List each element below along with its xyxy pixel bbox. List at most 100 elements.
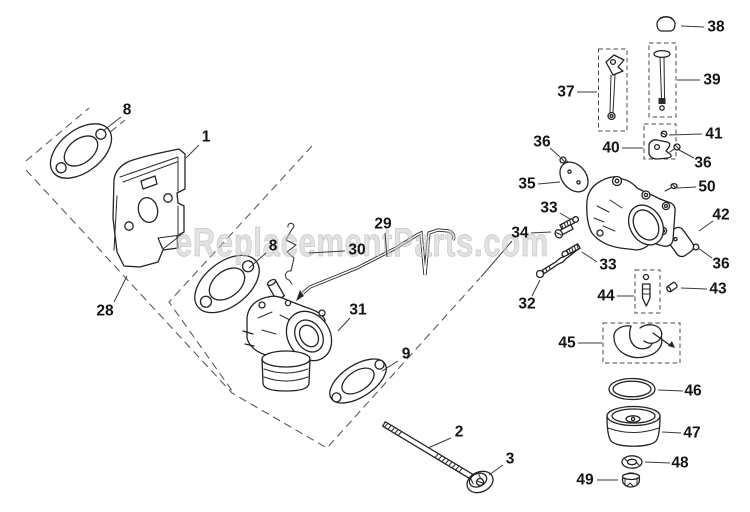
callout-28-label: 28 — [96, 303, 114, 320]
callout-42-label: 42 — [712, 207, 729, 224]
callout-48-label: 48 — [671, 455, 689, 472]
callout-2-label: 2 — [455, 424, 464, 441]
group-outline-edge — [25, 169, 481, 449]
callout-50-leader — [676, 186, 697, 189]
callout-33-leader — [581, 251, 598, 263]
choke-shaft-37 — [598, 48, 628, 132]
group-outline-edge — [25, 107, 90, 162]
bowl-gasket-46 — [608, 377, 656, 401]
callout-35-label: 35 — [518, 176, 536, 193]
callout-29-leader — [384, 232, 388, 258]
callout-9-leader — [381, 360, 399, 372]
callout-34-leader — [530, 231, 552, 234]
bracket-slot — [140, 175, 158, 190]
callout-34-label: 34 — [511, 225, 529, 242]
gasket-8-lower — [194, 254, 260, 314]
callout-1-label: 1 — [202, 129, 211, 146]
callout-32-label: 32 — [518, 296, 535, 313]
jet-34 — [554, 223, 574, 239]
callout-33-label: 33 — [540, 200, 558, 217]
washer-48 — [621, 455, 643, 469]
callout-8-label: 8 — [123, 102, 132, 119]
stud — [244, 343, 255, 347]
group-outline-edge — [168, 145, 313, 393]
bracket-fold-line — [119, 156, 179, 178]
callout-32-leader — [531, 279, 541, 297]
callout-3-label: 3 — [506, 451, 515, 468]
bracket-tab — [157, 237, 163, 249]
callout-49-label: 49 — [576, 472, 594, 489]
bracket-fold-line — [122, 161, 178, 183]
callout-9-label: 9 — [402, 346, 411, 363]
callout-47-leader — [661, 431, 682, 434]
bracket-hole-large — [137, 197, 159, 223]
callout-38-leader — [680, 25, 705, 28]
callout-36-leader — [697, 247, 713, 259]
nut-49 — [621, 472, 641, 488]
gasket-9 — [329, 358, 387, 404]
float-needle-44 — [634, 269, 661, 314]
flange-ear-hole — [318, 309, 326, 317]
flange-nut-3 — [466, 470, 494, 494]
choke-plate-35 — [559, 161, 589, 193]
jet-33-lower — [561, 243, 581, 258]
float-45 — [602, 322, 681, 364]
callout-36-label: 36 — [694, 155, 712, 172]
callout-35-leader — [537, 181, 561, 185]
callout-31-leader — [337, 317, 351, 332]
needle-32 — [535, 248, 579, 279]
assembly-leader — [480, 240, 513, 278]
callout-50-label: 50 — [698, 179, 715, 196]
callout-8-label: 8 — [269, 238, 278, 255]
bracket-hole-small — [124, 221, 134, 231]
callout-46-leader — [657, 389, 684, 392]
callout-47-label: 47 — [683, 425, 700, 442]
callout-1-leader — [185, 144, 200, 159]
bracket-hole-small — [163, 193, 173, 203]
callout-29-label: 29 — [374, 216, 392, 233]
callout-41-leader — [668, 133, 703, 136]
screw-50 — [664, 182, 678, 192]
stud — [242, 330, 254, 335]
callout-8-leader — [102, 116, 122, 132]
boss — [284, 299, 292, 307]
callout-40-label: 40 — [602, 140, 619, 157]
callout-36-leader — [549, 147, 561, 158]
bracket-fold-line — [113, 195, 118, 251]
callout-38-label: 38 — [707, 19, 725, 36]
callout-30-label: 30 — [348, 242, 365, 259]
assembly-group-outline — [25, 107, 513, 449]
callout-36-label: 36 — [712, 256, 730, 273]
thread-hatching — [383, 422, 463, 473]
callout-36-leader — [678, 149, 695, 159]
callout-39-label: 39 — [703, 72, 721, 89]
float-bowl-attached — [261, 350, 311, 392]
callout-2-leader — [427, 437, 452, 449]
line-end-arrow — [296, 290, 304, 301]
callout-45-label: 45 — [558, 335, 576, 352]
bracket-1 — [112, 148, 186, 268]
fuel-bowl-47 — [606, 405, 661, 447]
fuel-line-29 — [296, 228, 456, 301]
bore-opening-inner — [298, 324, 320, 348]
carburetor-body-upper — [586, 175, 676, 251]
screw-36-b — [669, 143, 681, 153]
callout-46-label: 46 — [684, 383, 702, 400]
callout-36-label: 36 — [533, 134, 551, 151]
callout-44-label: 44 — [597, 288, 615, 305]
callout-30-leader — [308, 250, 346, 254]
bore-opening-inner — [632, 209, 660, 241]
callout-43-label: 43 — [709, 281, 727, 298]
callout-8-leader — [248, 252, 267, 269]
callout-28-leader — [113, 275, 128, 303]
clip-30 — [284, 222, 297, 285]
choke-lever-40 — [643, 123, 677, 160]
callout-3-leader — [488, 464, 504, 476]
callout-31-label: 31 — [349, 302, 367, 319]
boss — [258, 301, 266, 309]
callout-41-label: 41 — [705, 126, 723, 143]
callout-43-leader — [680, 287, 708, 290]
seat-43 — [666, 281, 678, 293]
